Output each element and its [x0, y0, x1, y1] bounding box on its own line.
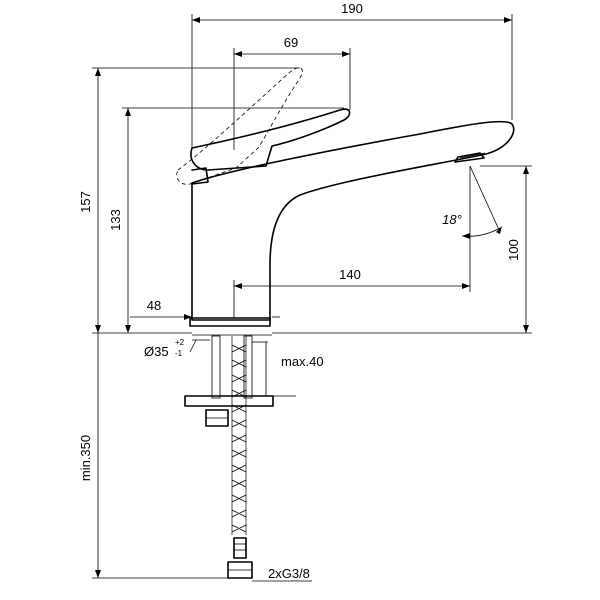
- dim-angle: 18°: [442, 212, 462, 227]
- dim-base-diameter: Ø35: [144, 344, 169, 359]
- handle-cap: [191, 167, 209, 185]
- aerator: [454, 152, 485, 163]
- dim-max-thickness: max.40: [281, 354, 324, 369]
- faucet-body-outline: [191, 120, 515, 321]
- handle: [190, 108, 351, 185]
- dimension-lines: [92, 14, 532, 582]
- hose-fitting: [233, 537, 247, 559]
- base-ring: [189, 317, 271, 327]
- dim-spout-reach: 140: [339, 267, 361, 282]
- braided-hose: [231, 336, 247, 535]
- dim-min-hose-length: min.350: [78, 435, 93, 481]
- dim-overall-width: 190: [341, 1, 363, 16]
- handle-ghost: [176, 67, 303, 185]
- handle-solid: [190, 108, 351, 171]
- hose-braid: [231, 344, 247, 533]
- faucet-body: [191, 120, 515, 321]
- dimension-labels: 190 69 157 133 18° 100 140 48 Ø35 +2 -1 …: [78, 1, 521, 581]
- dim-handle-width: 69: [284, 35, 298, 50]
- dim-base-offset: 48: [147, 298, 161, 313]
- threaded-rod-left: [211, 335, 221, 399]
- dim-connection: 2xG3/8: [268, 566, 310, 581]
- dim-base-diameter-minus: -1: [175, 349, 183, 358]
- dim-handle-height: 133: [108, 209, 123, 231]
- base-assembly: [184, 317, 274, 579]
- dim-overall-height: 157: [78, 191, 93, 213]
- threaded-rod-right: [243, 335, 253, 399]
- clamp-plate: [184, 395, 274, 407]
- dim-spout-height: 100: [506, 239, 521, 261]
- dim-base-diameter-plus: +2: [175, 338, 185, 347]
